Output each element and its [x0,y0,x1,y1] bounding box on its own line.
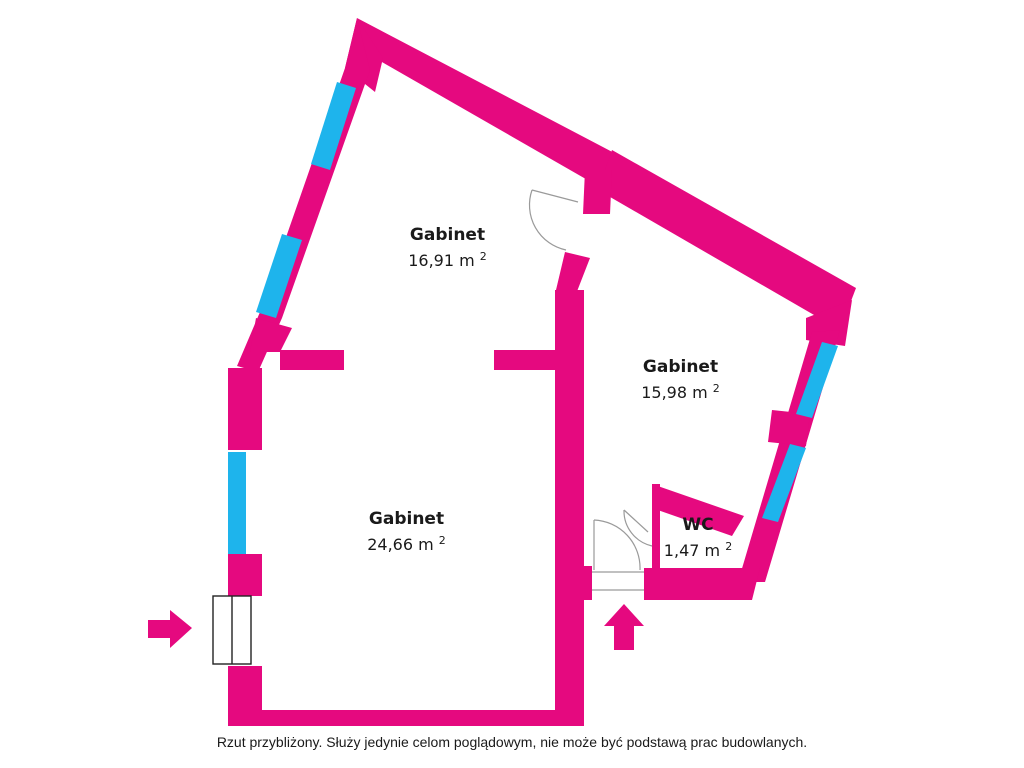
window-top-left [311,82,356,170]
room-name: Gabinet [409,225,486,245]
windows [228,82,838,554]
room-label-gabinet-bottom: Gabinet 24,66 m 2 [344,508,469,556]
doors [528,189,653,591]
walls [228,18,856,726]
window-right-upper [796,342,838,418]
room-name: Gabinet [368,509,445,529]
wall-bottom-right [644,568,760,600]
entrance-arrow-icon [604,604,644,650]
room-label-wc: WC 1,47 m 2 [652,514,744,562]
entrance-threshold [592,571,644,591]
wall-left-pier [250,318,292,352]
disclaimer-footnote: Rzut przybliżony. Służy jedynie celom po… [216,734,808,750]
wall-entrance-jamb [584,566,592,600]
wall-door-jamb-upper [583,170,612,214]
door-top-leaf [531,189,579,203]
entrance-arrow-icon [148,610,192,648]
wall-right-top [598,150,856,330]
wall-top [357,18,620,186]
window-left-lower [228,452,246,554]
wall-center-vertical [555,290,584,716]
door-wc-leaf [623,509,649,533]
wall-partition-right [494,350,560,370]
wall-wc-top [652,484,744,536]
window-right-lower [762,444,806,522]
door-wc-entrance-swing [593,519,641,571]
door-top-swing [528,189,567,251]
wall-left-upper [228,368,262,450]
room-name: WC [682,515,714,535]
room-name: Gabinet [642,357,719,377]
room-area: 24,66 m 2 [367,534,446,554]
entrance-arrows [148,604,644,650]
wall-bottom [228,710,584,726]
room-label-gabinet-right: Gabinet 15,98 m 2 [618,356,743,404]
wall-left-middle [228,554,262,596]
room-label-gabinet-top: Gabinet 16,91 m 2 [385,224,510,272]
entrance-stairs [212,595,252,665]
room-area: 1,47 m 2 [663,540,733,560]
window-left-middle [256,234,302,318]
room-area: 16,91 m 2 [408,250,487,270]
door-wc-swing [623,509,653,547]
wall-door-jamb-lower [556,252,590,294]
wall-right-pier [768,410,810,446]
wall-partition-left [280,350,344,370]
room-area: 15,98 m 2 [641,382,720,402]
